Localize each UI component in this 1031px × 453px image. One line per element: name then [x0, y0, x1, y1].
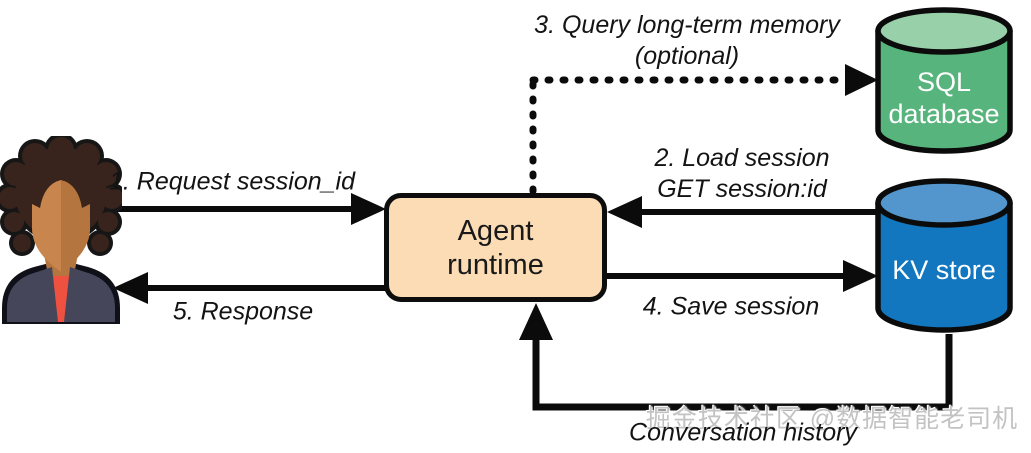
arrow-response	[113, 272, 386, 304]
arrowhead-right-icon	[843, 260, 878, 292]
label-load-session: 2. Load session GET session:id	[654, 143, 829, 205]
sql-database-node	[875, 7, 1013, 154]
person-icon	[0, 136, 122, 324]
watermark: 掘金技术社区 @数据智能老司机	[645, 405, 1019, 433]
sql-database-label-line2: database	[888, 99, 1000, 129]
arrowhead-left-icon	[113, 272, 148, 304]
label-load-session-line1: 2. Load session	[654, 144, 830, 172]
arrowhead-right-icon	[845, 64, 878, 96]
arrow-request	[84, 193, 386, 225]
label-request-session-id: 1. Request session_id	[109, 167, 355, 196]
arrowhead-left-icon	[607, 196, 642, 228]
label-response: 5. Response	[172, 297, 314, 326]
label-conversation-history: Conversation history	[629, 418, 857, 447]
agent-runtime-label-line1: Agent	[457, 214, 534, 247]
arrow-save-session	[607, 260, 878, 292]
kv-store-node	[875, 178, 1013, 333]
database-cylinder-icon	[875, 178, 1013, 333]
kv-store-label: KV store	[872, 186, 1016, 340]
label-save-session: 4. Save session	[642, 292, 820, 321]
agent-runtime-label-line2: runtime	[447, 248, 544, 281]
database-cylinder-icon	[875, 7, 1013, 154]
arrow-conversation-history	[519, 303, 953, 411]
sql-database-label-line1: SQL	[916, 67, 972, 97]
label-query-memory-line2: (optional)	[634, 42, 740, 70]
label-query-memory: 3. Query long-term memory (optional)	[534, 10, 840, 72]
arrowhead-right-icon	[351, 193, 386, 225]
agent-runtime-node: Agent runtime	[384, 193, 607, 302]
arrowhead-up-icon	[519, 303, 553, 340]
sql-database-label: SQL database	[872, 14, 1016, 168]
label-load-session-line2: GET session:id	[657, 175, 827, 203]
user-avatar	[0, 136, 122, 324]
arrow-query-memory-dotted	[529, 64, 878, 195]
label-query-memory-line1: 3. Query long-term memory	[534, 11, 840, 39]
kv-store-label-text: KV store	[892, 255, 996, 285]
arrow-load-session	[607, 196, 877, 228]
